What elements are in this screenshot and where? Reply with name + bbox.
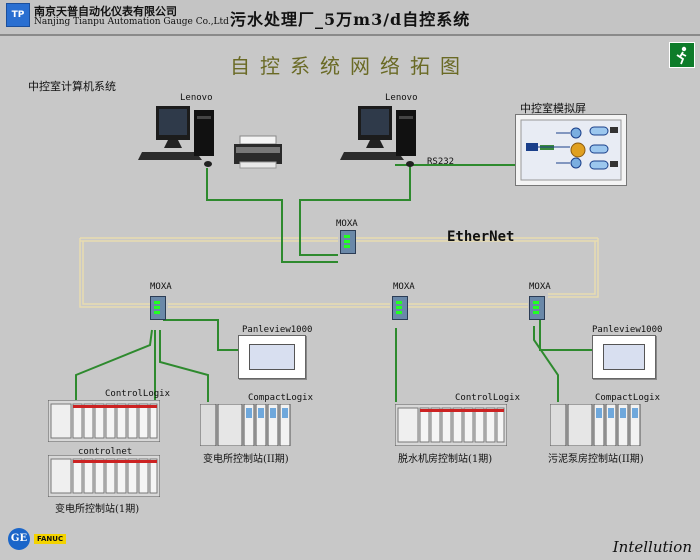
station-dewatering-label: 脱水机房控制站(1期) [398, 454, 493, 465]
printer[interactable] [232, 134, 284, 170]
computer-icon [340, 106, 416, 167]
plc-rack-icon [47, 454, 161, 498]
lenovo-left-label: Lenovo [180, 93, 213, 103]
controllogix-mid-label: ControlLogix [455, 393, 521, 403]
moxa-left-label: MOXA [150, 282, 172, 292]
moxa-right-label: MOXA [529, 282, 551, 292]
control-room-computers-label: 中控室计算机系统 [28, 80, 116, 93]
moxa-switch-mid[interactable] [392, 296, 408, 320]
ge-logo: GE [8, 528, 30, 550]
panelview-right[interactable] [592, 335, 656, 379]
plc-rack-icon [394, 403, 508, 447]
panelview-right-label: Panleview1000 [592, 325, 663, 335]
computer-icon [138, 106, 214, 167]
ethernet-label: EtherNet [447, 229, 515, 245]
control-room-screen-label: 中控室模拟屏 [520, 102, 586, 115]
station-substation-1-label: 变电所控制站(1期) [55, 504, 140, 515]
company-name-cn: 南京天普自动化仪表有限公司 [34, 5, 177, 18]
operator-station-right[interactable] [340, 102, 420, 170]
panelview-left-label: Panleview1000 [242, 325, 313, 335]
moxa-mid-label: MOXA [393, 282, 415, 292]
fanuc-logo: FANUC [34, 534, 67, 544]
moxa-switch-left[interactable] [150, 296, 166, 320]
title-bar: TP 南京天普自动化仪表有限公司 Nanjing Tianpu Automati… [0, 0, 700, 36]
plc-rack-icon [549, 403, 641, 447]
controllogix-left-label: ControlLogix [105, 389, 171, 399]
compactlogix-right-label: CompactLogix [595, 393, 661, 403]
controllogix-rack-mid[interactable] [394, 403, 508, 447]
controlnet-label: controlnet [78, 447, 133, 457]
page-title: 自控系统网络拓图 [230, 54, 470, 78]
station-substation-2-label: 变电所控制站(II期) [203, 454, 289, 465]
company-logo: TP [6, 3, 30, 27]
moxa-switch-right[interactable] [529, 296, 545, 320]
operator-station-left[interactable] [138, 102, 218, 170]
exit-button[interactable] [669, 42, 695, 68]
hmi-panel-icon [249, 344, 295, 370]
mimic-screen[interactable] [515, 114, 627, 186]
station-sludge-pump-label: 污泥泵房控制站(II期) [548, 454, 644, 465]
intellution-logo: Intellution [612, 538, 692, 556]
panelview-left[interactable] [238, 335, 306, 379]
company-name-en: Nanjing Tianpu Automation Gauge Co.,Ltd [34, 17, 229, 27]
exit-icon [676, 46, 687, 65]
hmi-panel-icon [603, 344, 645, 370]
controllogix-rack-left-2[interactable] [47, 454, 161, 498]
rs232-label: RS232 [427, 157, 455, 167]
printer-icon [234, 135, 282, 169]
plc-rack-icon [47, 399, 161, 443]
compactlogix-left-label: CompactLogix [248, 393, 314, 403]
lenovo-right-label: Lenovo [385, 93, 418, 103]
mimic-screen-icon [520, 119, 622, 181]
compactlogix-rack-right[interactable] [549, 403, 646, 447]
moxa-switch-top[interactable] [340, 230, 356, 254]
compactlogix-rack-left[interactable] [199, 403, 296, 447]
moxa-top-label: MOXA [336, 219, 358, 229]
plc-rack-icon [199, 403, 291, 447]
controllogix-rack-left[interactable] [47, 399, 161, 443]
app-title: 污水处理厂_5万m3/d自控系统 [230, 10, 471, 29]
